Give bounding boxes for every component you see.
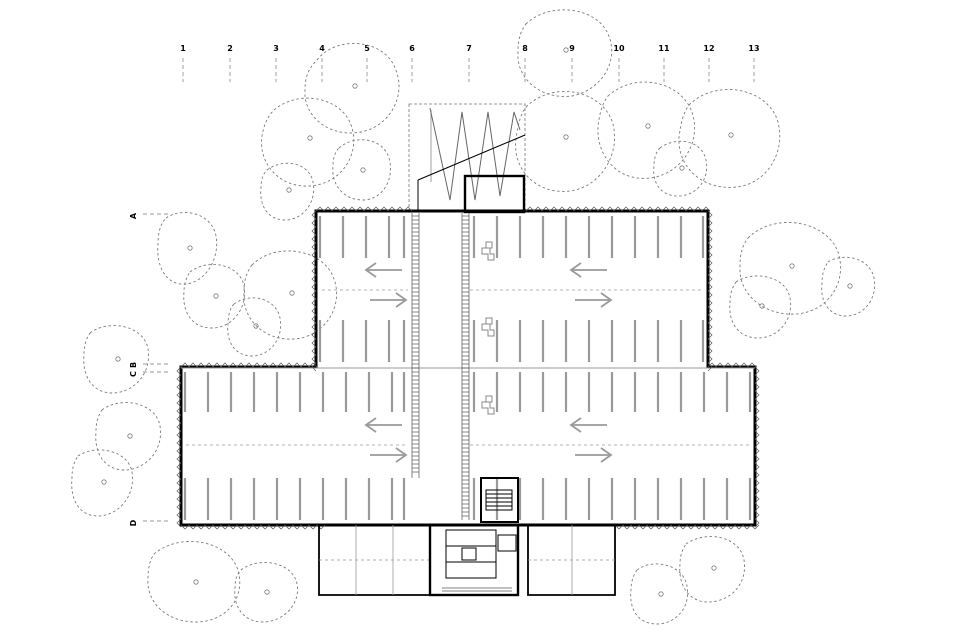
accessible-spaces: [481, 241, 495, 415]
direction-arrows: [364, 262, 613, 463]
parking-stalls: [183, 216, 752, 520]
tree-canopy-icon: [729, 275, 792, 339]
facade-pattern: [176, 206, 760, 530]
central-ramp: [411, 213, 470, 520]
tree-canopy-icon: [147, 541, 241, 623]
south-annex: [318, 523, 616, 597]
tree-canopy-icon: [821, 256, 876, 317]
tree-canopy-icon: [517, 9, 613, 97]
grid-row-label: A: [129, 212, 138, 219]
double-arrow-icon: [364, 262, 408, 308]
column-grid-lines: [182, 58, 755, 82]
grid-column-label: 6: [409, 44, 415, 53]
grid-column-label: 4: [319, 44, 325, 53]
tree-canopy-icon: [183, 264, 246, 329]
tree-canopy-icon: [234, 562, 298, 623]
tree-canopy-icon: [678, 89, 781, 188]
trees: [71, 9, 876, 625]
row-grid-labels: A C B D: [129, 212, 138, 526]
accessible-parking-icon: [481, 241, 495, 261]
double-arrow-icon: [569, 262, 613, 308]
north-ramp: [408, 103, 526, 214]
grid-row-label: D: [129, 519, 138, 526]
grid-column-label: 11: [658, 44, 670, 53]
grid-column-label: 9: [569, 44, 575, 53]
grid-column-label: 13: [748, 44, 759, 53]
tree-canopy-icon: [739, 222, 841, 315]
tree-canopy-icon: [243, 250, 338, 340]
grid-column-label: 2: [227, 44, 233, 53]
grid-column-label: 7: [466, 44, 472, 53]
tree-canopy-icon: [679, 536, 745, 603]
tree-canopy-icon: [261, 97, 355, 187]
accessible-parking-icon: [481, 395, 495, 415]
tree-canopy-icon: [304, 42, 400, 134]
tree-canopy-icon: [630, 563, 689, 625]
grid-column-label: 5: [364, 44, 370, 53]
grid-column-label: 12: [703, 44, 714, 53]
tree-canopy-icon: [653, 140, 708, 197]
accessible-parking-icon: [481, 317, 495, 337]
tree-canopy-icon: [157, 211, 218, 285]
grid-column-label: 8: [522, 44, 528, 53]
grid-column-label: 3: [273, 44, 279, 53]
grid-row-label: C: [129, 371, 138, 377]
double-arrow-icon: [364, 417, 408, 463]
tree-canopy-icon: [227, 297, 282, 357]
tree-canopy-icon: [95, 402, 161, 471]
tree-canopy-icon: [515, 91, 616, 192]
double-arrow-icon: [569, 417, 613, 463]
grid-row-label: B: [129, 362, 138, 368]
tree-canopy-icon: [332, 139, 391, 201]
tree-canopy-icon: [597, 81, 696, 179]
grid-column-label: 1: [180, 44, 186, 53]
stair-core: [480, 477, 519, 523]
beam-lines: [186, 289, 750, 446]
tree-canopy-icon: [260, 162, 315, 221]
grid-column-label: 10: [613, 44, 625, 53]
row-grid-lines: [143, 213, 168, 522]
tree-canopy-icon: [83, 325, 149, 394]
column-grid-labels: 1 2 3 4 5 6 7 8 9 10 11 12 13: [180, 44, 759, 53]
tree-canopy-icon: [71, 449, 133, 517]
